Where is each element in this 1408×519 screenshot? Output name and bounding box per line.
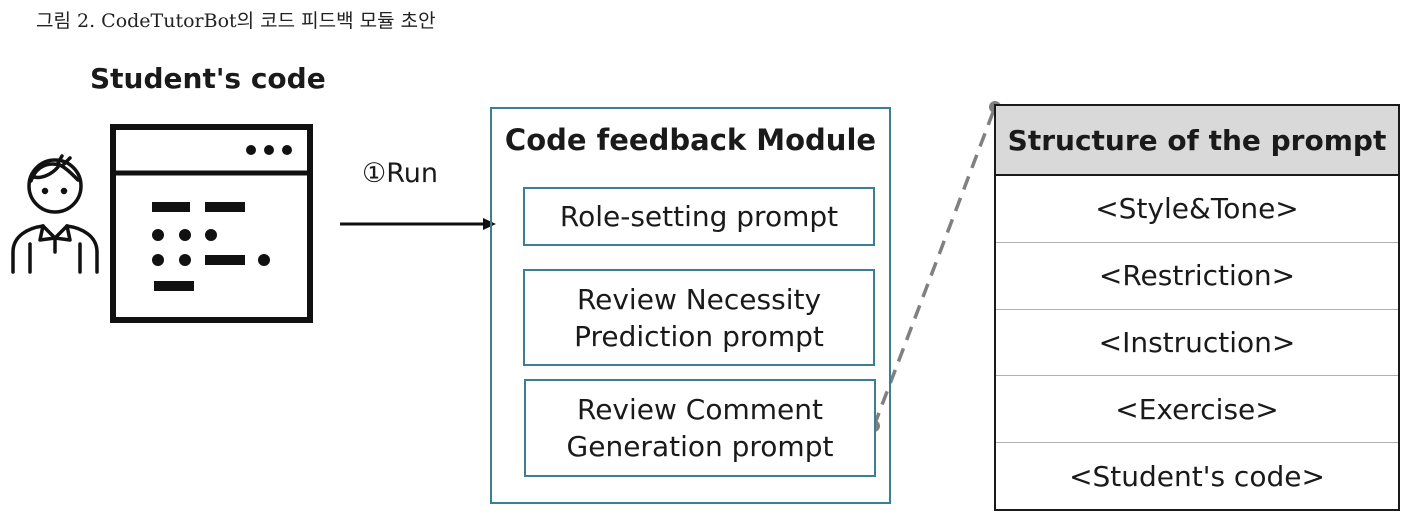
figure-caption: 그림 2. CodeTutorBot의 코드 피드백 모듈 초안 (36, 10, 436, 32)
structure-row-exercise: <Exercise> (996, 376, 1398, 444)
run-arrow (340, 218, 496, 230)
structure-row-style-tone: <Style&Tone> (996, 176, 1398, 243)
review-necessity-prompt-box: Review Necessity Prediction prompt (523, 269, 875, 366)
person-icon (11, 154, 99, 274)
review-comment-prompt-box: Review Comment Generation prompt (524, 379, 876, 477)
structure-row-student-code: <Student's code> (1069, 459, 1325, 493)
run-arrow-label: ①Run (362, 158, 438, 189)
code-feedback-module: Code feedback Module Role-setting prompt… (490, 107, 891, 504)
student-code-title: Student's code (90, 62, 326, 95)
prompt-structure-table: Structure of the prompt <Style&Tone> <Re… (994, 104, 1400, 511)
role-setting-prompt-box: Role-setting prompt (523, 187, 875, 246)
structure-table-header: Structure of the prompt (996, 106, 1398, 176)
structure-row-restriction: <Restriction> (996, 243, 1398, 310)
module-title: Code feedback Module (504, 123, 877, 157)
structure-row-instruction: <Instruction> (996, 310, 1398, 377)
code-window-icon (110, 124, 313, 323)
